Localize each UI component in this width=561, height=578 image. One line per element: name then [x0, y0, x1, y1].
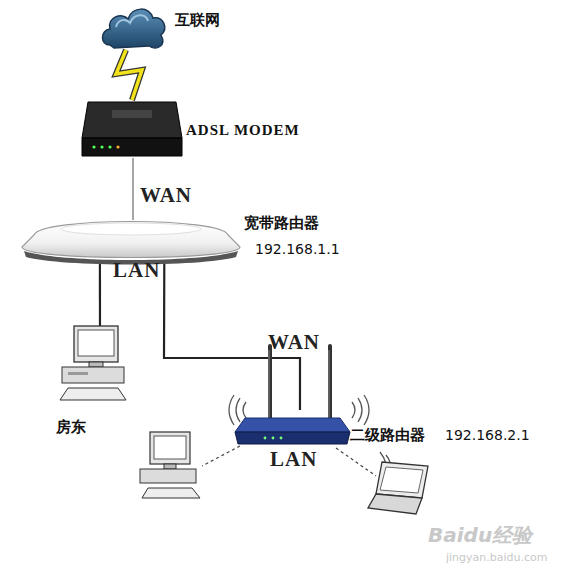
wifi-wave [236, 398, 240, 422]
port-label: WAN [140, 183, 192, 208]
cable-line [99, 263, 101, 327]
client-laptop [368, 462, 428, 514]
laptop-base [368, 494, 422, 514]
router-box: 宽带路由器192.168.1.1 [20, 215, 242, 265]
cloud-node: 互联网 [100, 5, 165, 50]
router2-box-shape-part [269, 350, 270, 418]
router-box-shape-part [22, 222, 240, 258]
router-box-shape-part [61, 223, 201, 235]
laptop-lid [376, 462, 428, 498]
client-pc [140, 432, 200, 498]
wireless-link [336, 448, 376, 476]
pc-monitor [150, 432, 190, 464]
pc-node-shape-part [60, 388, 126, 400]
router2-box-shape [235, 410, 350, 448]
pc-node-shape-part [74, 326, 118, 362]
pc-node-shape-part [68, 372, 88, 375]
cable-link [132, 158, 133, 220]
modem-box-shape-part [100, 145, 103, 148]
wireless-link [202, 446, 240, 466]
router2-box-shape-part [328, 346, 332, 422]
router2-box-shape-part [235, 432, 350, 444]
pc-node-shape-part [62, 367, 124, 383]
wifi-wave [243, 402, 246, 418]
router2-box: 二级路由器192.168.2.1 [235, 410, 350, 448]
port-label: WAN [268, 330, 320, 355]
router2-box-shape-part [280, 437, 283, 440]
modem-box-shape-part [108, 145, 111, 148]
pc-stand [164, 464, 176, 469]
modem-box-shape [82, 100, 182, 158]
modem-box-shape-part [82, 102, 182, 138]
pc-node-shape-part [89, 362, 103, 367]
pc-screen [154, 436, 186, 459]
router-box-shape [20, 215, 242, 265]
pc-node: 房东 [60, 326, 130, 406]
cloud-node-shape-part [103, 9, 165, 48]
wireless-links [202, 446, 376, 476]
modem-box: ADSL MODEM [82, 100, 182, 158]
cloud-node-shape [100, 5, 165, 50]
wifi-wave [364, 395, 369, 425]
node-title: 互联网 [175, 11, 220, 30]
port-label: LAN [113, 258, 160, 283]
port-label: LAN [270, 447, 317, 472]
router2-box-shape-part [264, 437, 267, 440]
node-title: 宽带路由器 [244, 214, 319, 233]
wifi-wave [358, 398, 362, 422]
node-title: 房东 [56, 418, 86, 437]
cable-line [132, 158, 134, 220]
wifi-wave [229, 395, 234, 425]
pc-keyboard [142, 488, 200, 498]
bolt-outline [116, 50, 142, 100]
pc-node-shape-part [78, 330, 114, 356]
ip-address: 192.168.2.1 [445, 427, 530, 443]
router2-box-shape-part [268, 346, 272, 422]
router2-box-shape-part [272, 437, 275, 440]
modem-box-shape-part [92, 145, 95, 148]
device-label: ADSL MODEM [186, 122, 300, 139]
cable-link [99, 263, 100, 327]
lightning-link [116, 50, 142, 100]
ip-address: 192.168.1.1 [255, 241, 340, 257]
node-title: 二级路由器 [350, 426, 425, 445]
watermark: jingyan.baidu.com [446, 551, 548, 564]
pc-case [140, 469, 196, 483]
router2-box-shape-part [235, 418, 350, 432]
modem-box-shape-part [112, 110, 152, 118]
watermark: Baidu经验 [428, 522, 532, 549]
wifi-wave [352, 402, 355, 418]
cloud-node-shape-part [116, 15, 148, 27]
router2-box-shape-part [329, 350, 330, 418]
modem-box-shape-part [116, 145, 119, 148]
pc-node-shape [60, 326, 130, 406]
bolt-fill [116, 50, 142, 100]
modem-box-shape-part [82, 138, 182, 156]
laptop-screen [380, 467, 423, 493]
